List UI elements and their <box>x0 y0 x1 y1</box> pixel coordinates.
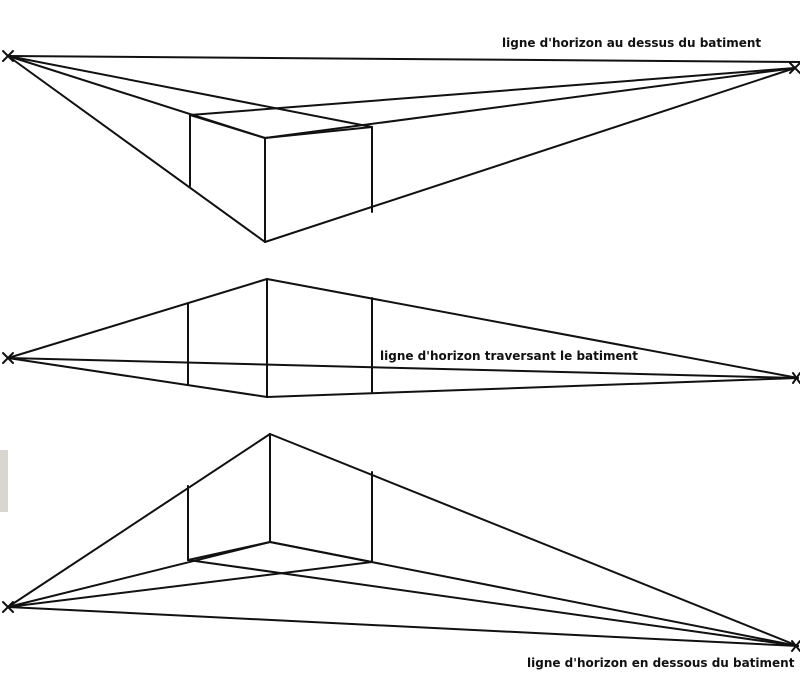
vanishing-line <box>7 55 373 128</box>
vanishing-line <box>7 55 266 243</box>
figure-horizon-below <box>2 433 800 652</box>
vanishing-point-mark <box>791 640 800 652</box>
margin-mark <box>0 450 8 512</box>
horizon-line <box>7 357 799 379</box>
vanishing-line <box>7 278 268 359</box>
vanishing-line <box>7 357 268 398</box>
vanishing-line <box>7 433 271 608</box>
figure-horizon-through <box>2 278 800 398</box>
vanishing-line <box>7 561 373 608</box>
vanishing-line <box>266 278 799 379</box>
horizon-line <box>7 606 799 647</box>
vanishing-point-mark <box>792 372 800 384</box>
label-horizon-below: ligne d'horizon en dessous du batiment <box>527 656 795 670</box>
building-edge <box>269 541 373 563</box>
vanishing-point-mark <box>789 62 800 74</box>
horizon-line <box>7 55 800 63</box>
building-edge <box>187 541 271 561</box>
vanishing-point-mark <box>2 352 14 364</box>
building-edge <box>264 126 373 139</box>
vanishing-line <box>189 67 796 116</box>
vanishing-point-mark <box>2 601 14 613</box>
vanishing-line <box>7 541 271 608</box>
vanishing-line <box>266 377 799 398</box>
vanishing-line <box>264 67 796 243</box>
vanishing-point-mark <box>2 50 14 62</box>
vanishing-line <box>269 433 799 647</box>
figure-horizon-above <box>2 50 800 243</box>
label-horizon-above: ligne d'horizon au dessus du batiment <box>502 36 761 50</box>
building-edge <box>189 114 266 139</box>
label-horizon-through: ligne d'horizon traversant le batiment <box>380 349 638 363</box>
vanishing-line <box>187 559 799 647</box>
vanishing-line <box>264 67 796 139</box>
